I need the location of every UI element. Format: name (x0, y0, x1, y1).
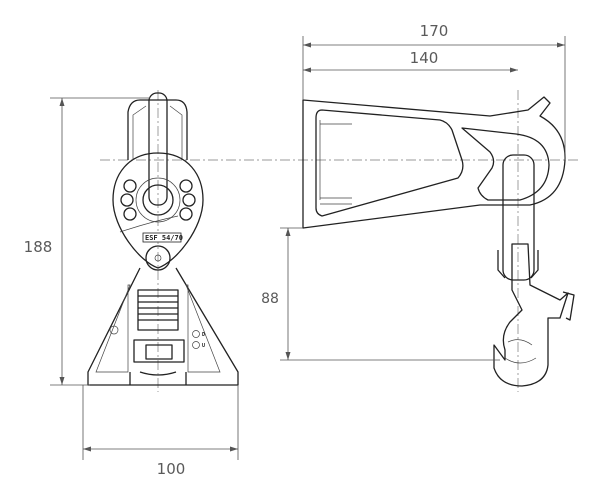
roller-axle (154, 254, 162, 262)
dimension-140-label: 140 (410, 49, 439, 67)
plate-seam (119, 215, 179, 233)
link-pin (497, 250, 539, 279)
hook-link (502, 154, 535, 281)
side-plate (112, 152, 204, 269)
dimension-188-label: 188 (24, 238, 53, 256)
bolt-holes (120, 179, 196, 221)
dimension-140: 140 (303, 49, 518, 73)
dimension-100-label: 100 (157, 460, 186, 478)
hole-mark-u: U (202, 343, 205, 349)
hole-d (192, 330, 200, 338)
base-body (87, 267, 239, 386)
front-view: ESF 54/70 D U (87, 92, 239, 386)
plate-marking: ESF 54/70 (145, 234, 183, 242)
shackle-link (148, 92, 168, 206)
dimension-188: 188 (24, 97, 150, 386)
top-bracket (127, 99, 188, 160)
plate-marking-box (142, 232, 182, 243)
clamp-keeper (133, 339, 185, 363)
dimension-88: 88 (261, 227, 500, 361)
dimension-170-label: 170 (420, 22, 449, 40)
base-foot (129, 371, 187, 385)
hole-u (192, 341, 200, 349)
bracket-ribs (132, 105, 183, 160)
bracket-body (302, 96, 566, 229)
hole-mark-d: D (202, 332, 205, 338)
keeper-insert (145, 344, 173, 360)
bracket-slots (319, 120, 352, 205)
base-windows (95, 284, 221, 373)
dimension-170: 170 (302, 22, 566, 160)
bracket-rear-window (461, 127, 550, 201)
pivot-boss (142, 184, 174, 216)
hook-mouth (504, 339, 537, 364)
lower-roller (145, 245, 171, 271)
side-view (302, 96, 575, 387)
hook-latch (562, 291, 575, 321)
clamp-ribs (137, 289, 179, 331)
dimension-88-label: 88 (261, 291, 279, 307)
pivot-ring (135, 177, 181, 223)
bracket-window (315, 109, 464, 217)
base-hole (109, 325, 119, 335)
dimension-100: 100 (82, 385, 239, 478)
hook-body (493, 243, 569, 387)
